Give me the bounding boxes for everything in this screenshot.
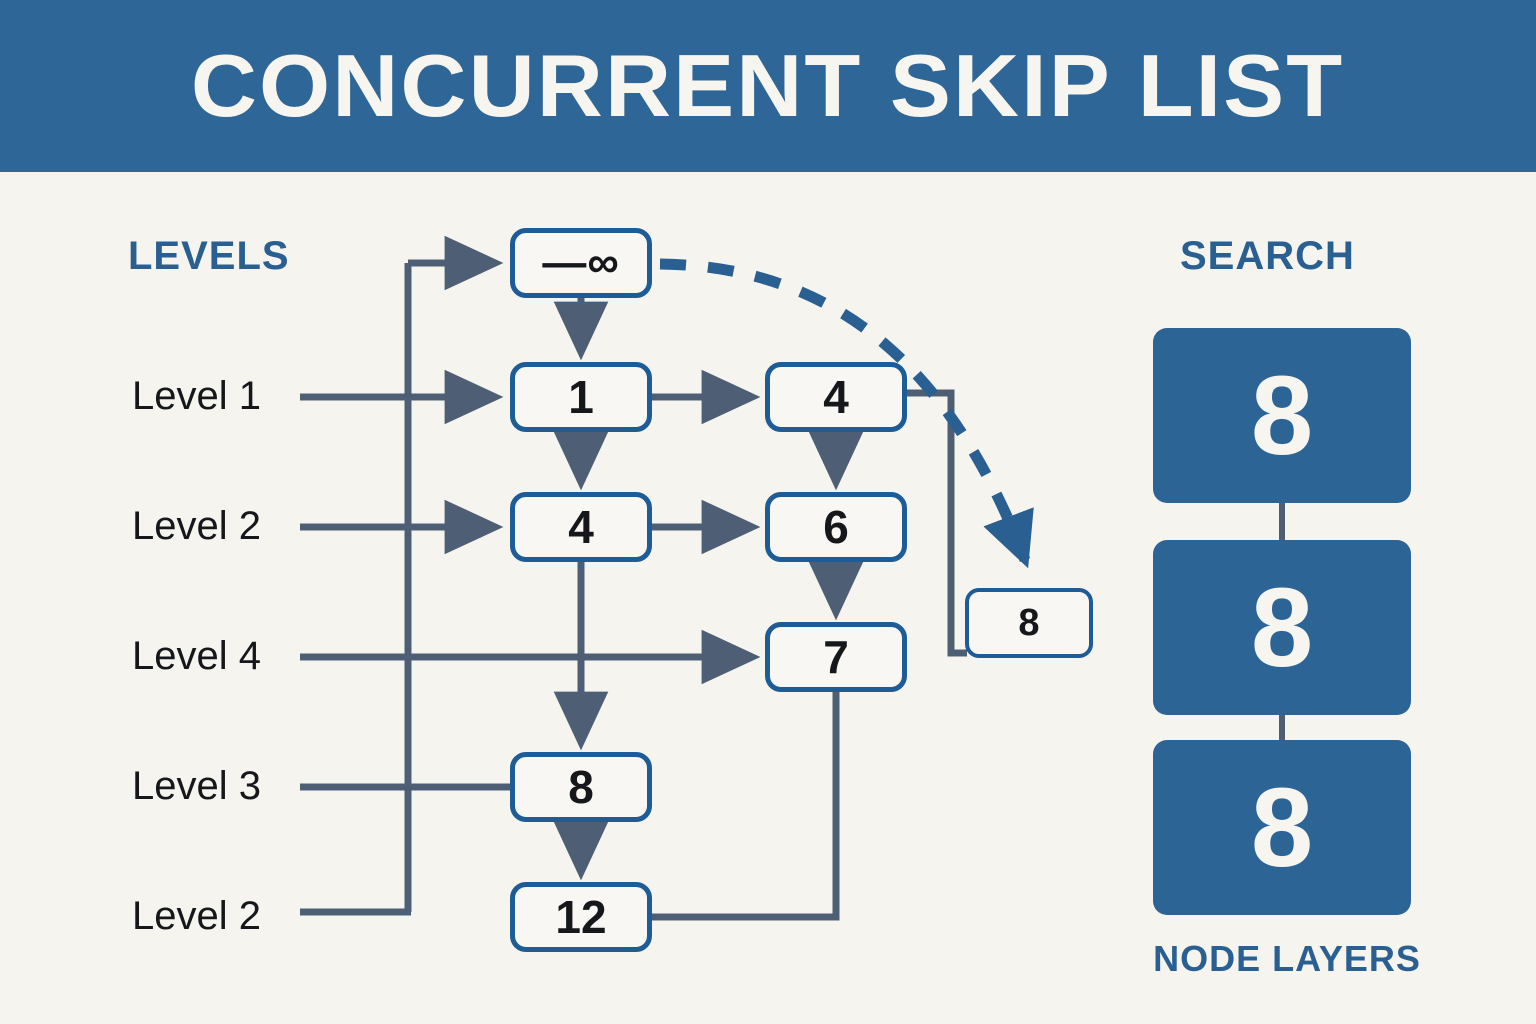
search-card-1[interactable]: 8 [1153, 540, 1411, 715]
skiplist-node-n-8r[interactable]: 8 [965, 588, 1093, 658]
skiplist-node-n-8[interactable]: 8 [510, 752, 652, 822]
level-label-4: Level 2 [132, 894, 261, 938]
search-heading: SEARCH [1180, 234, 1355, 278]
levels-heading: LEVELS [128, 234, 290, 278]
skiplist-node-n-4b[interactable]: 4 [510, 492, 652, 562]
skiplist-node-n-12[interactable]: 12 [510, 882, 652, 952]
wire-node4a-to-node8r [907, 389, 967, 657]
node-layers-label: NODE LAYERS [1153, 938, 1421, 979]
level-label-1: Level 2 [132, 504, 261, 548]
level-label-0: Level 1 [132, 374, 261, 418]
skiplist-node-n-7[interactable]: 7 [765, 622, 907, 692]
search-card-0[interactable]: 8 [1153, 328, 1411, 503]
skiplist-node-n-4a[interactable]: 4 [765, 362, 907, 432]
header-banner: CONCURRENT SKIP LIST [0, 0, 1536, 172]
page-title: CONCURRENT SKIP LIST [191, 36, 1345, 135]
level-label-2: Level 4 [132, 634, 261, 678]
search-card-2[interactable]: 8 [1153, 740, 1411, 915]
skiplist-node-neg-inf[interactable]: —∞ [510, 228, 652, 298]
wire-node12-to-node7 [652, 692, 840, 921]
skiplist-node-n-1[interactable]: 1 [510, 362, 652, 432]
skiplist-node-n-6[interactable]: 6 [765, 492, 907, 562]
level-label-3: Level 3 [132, 764, 261, 808]
